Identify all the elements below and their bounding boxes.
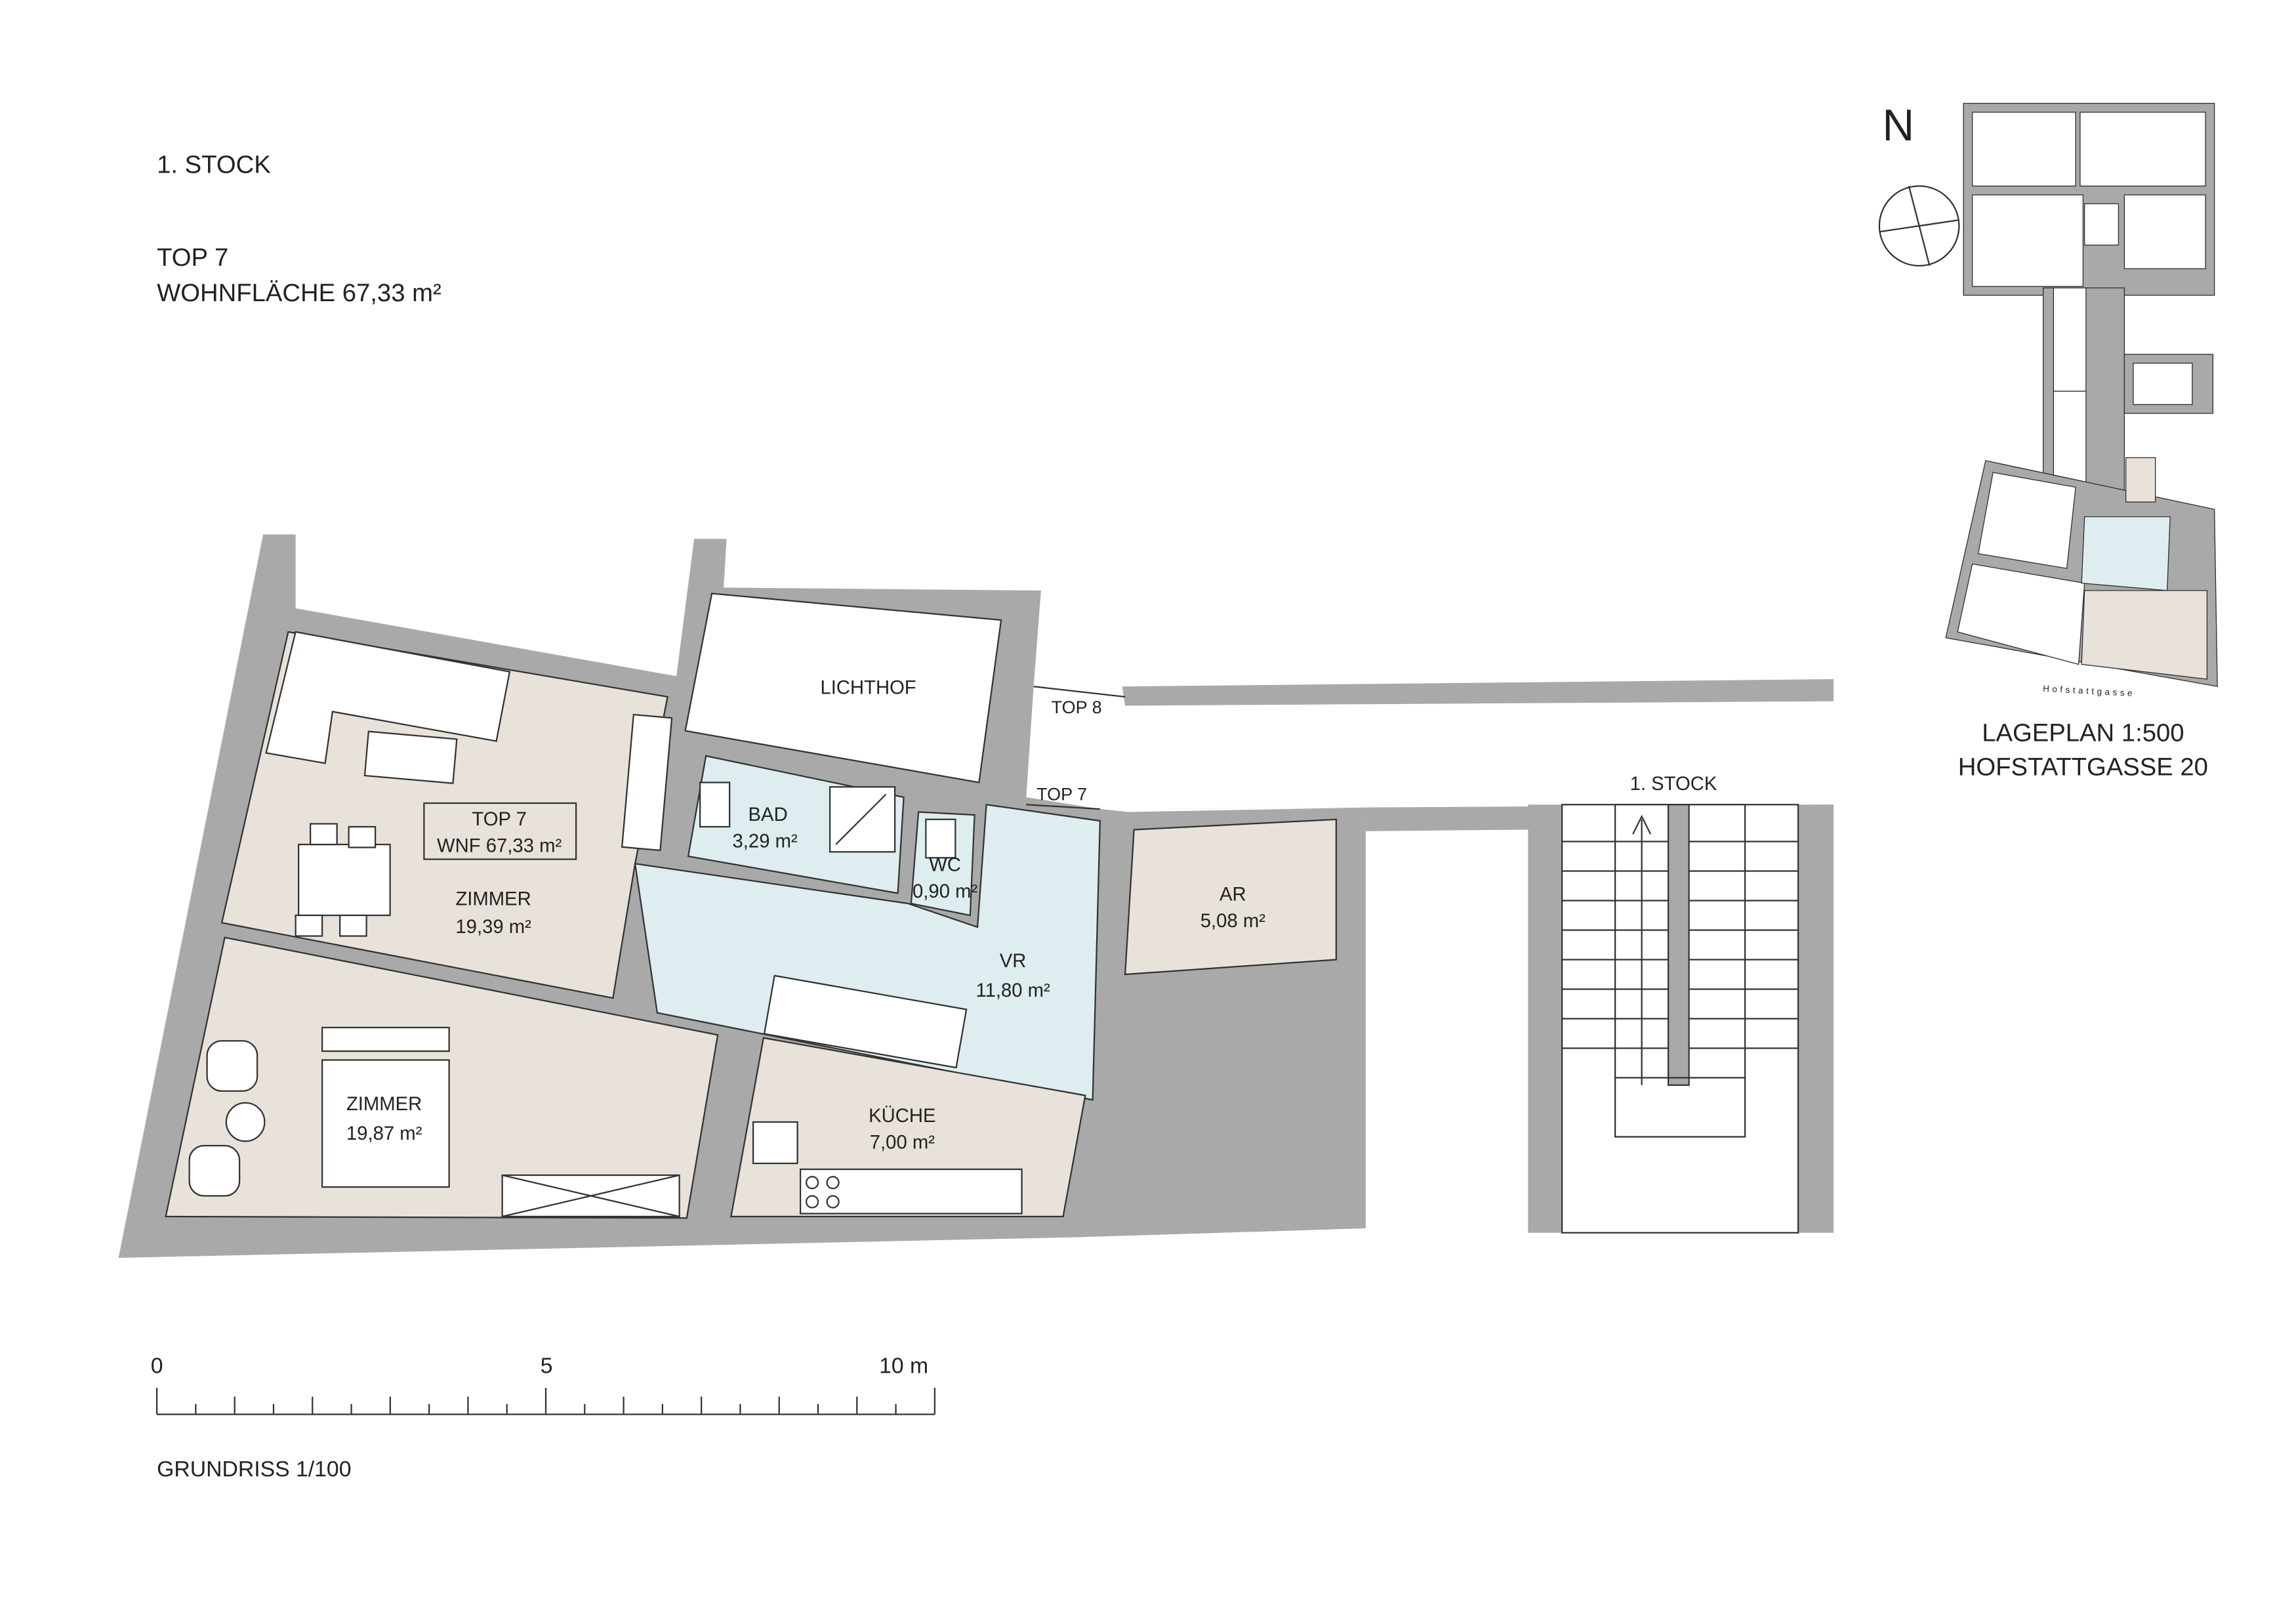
room-name-vr: VR bbox=[1000, 951, 1027, 972]
site-street-label: Hofstattgasse bbox=[2043, 684, 2136, 698]
room-name-zimmer-1: ZIMMER bbox=[455, 888, 531, 909]
north-label: N bbox=[1882, 101, 1914, 150]
unit-box bbox=[423, 802, 577, 860]
unit-box-area: WNF 67,33 m² bbox=[437, 835, 562, 856]
courtyard bbox=[1370, 834, 1528, 1228]
floor-label: 1. STOCK bbox=[157, 150, 271, 178]
room-vr bbox=[634, 803, 1101, 1101]
room-area-wc: 0,90 m² bbox=[912, 881, 977, 902]
site-plan bbox=[1945, 102, 2218, 688]
corridor-wall-top8 bbox=[1122, 679, 1834, 706]
scale-start: 0 bbox=[151, 1354, 163, 1379]
room-name-bad: BAD bbox=[748, 804, 788, 825]
coffee-table bbox=[363, 730, 458, 784]
site-plan-address: HOFSTATTGASSE 20 bbox=[1958, 753, 2208, 781]
label-stair-floor: 1. STOCK bbox=[1630, 774, 1717, 795]
room-name-lichthof: LICHTHOF bbox=[821, 678, 916, 699]
room-ar bbox=[1124, 818, 1337, 976]
shower bbox=[829, 786, 896, 853]
room-area-vr: 11,80 m² bbox=[975, 980, 1050, 1001]
scale-bar bbox=[156, 1388, 935, 1415]
furniture bbox=[188, 631, 1023, 1218]
dining-table bbox=[298, 843, 391, 917]
scale-mid: 5 bbox=[541, 1354, 553, 1379]
unit-box-title: TOP 7 bbox=[472, 809, 526, 830]
stairwell bbox=[1528, 804, 1834, 1234]
room-name-ar: AR bbox=[1220, 885, 1246, 906]
wardrobe bbox=[621, 713, 673, 852]
label-top8: TOP 8 bbox=[1052, 697, 1102, 717]
scale-end: 10 m bbox=[879, 1354, 928, 1379]
room-area-bad: 3,29 m² bbox=[733, 831, 798, 852]
living-area-label: WOHNFLÄCHE 67,33 m² bbox=[157, 279, 441, 307]
room-area-kueche: 7,00 m² bbox=[870, 1133, 935, 1154]
scale-title: GRUNDRISS 1/100 bbox=[157, 1457, 351, 1482]
bed bbox=[321, 1059, 450, 1188]
room-name-zimmer-2: ZIMMER bbox=[346, 1094, 422, 1115]
sofa bbox=[265, 631, 511, 764]
room-area-ar: 5,08 m² bbox=[1200, 911, 1265, 932]
compass-icon bbox=[1878, 185, 1960, 267]
label-top7: TOP 7 bbox=[1036, 785, 1087, 804]
room-area-zimmer-1: 19,39 m² bbox=[455, 917, 531, 938]
room-name-wc: WC bbox=[929, 855, 961, 876]
room-name-kueche: KÜCHE bbox=[869, 1106, 935, 1127]
unit-label: TOP 7 bbox=[157, 243, 228, 272]
site-plan-title: LAGEPLAN 1:500 bbox=[1982, 719, 2184, 747]
room-area-zimmer-2: 19,87 m² bbox=[346, 1123, 422, 1144]
lichthof bbox=[684, 593, 1002, 783]
